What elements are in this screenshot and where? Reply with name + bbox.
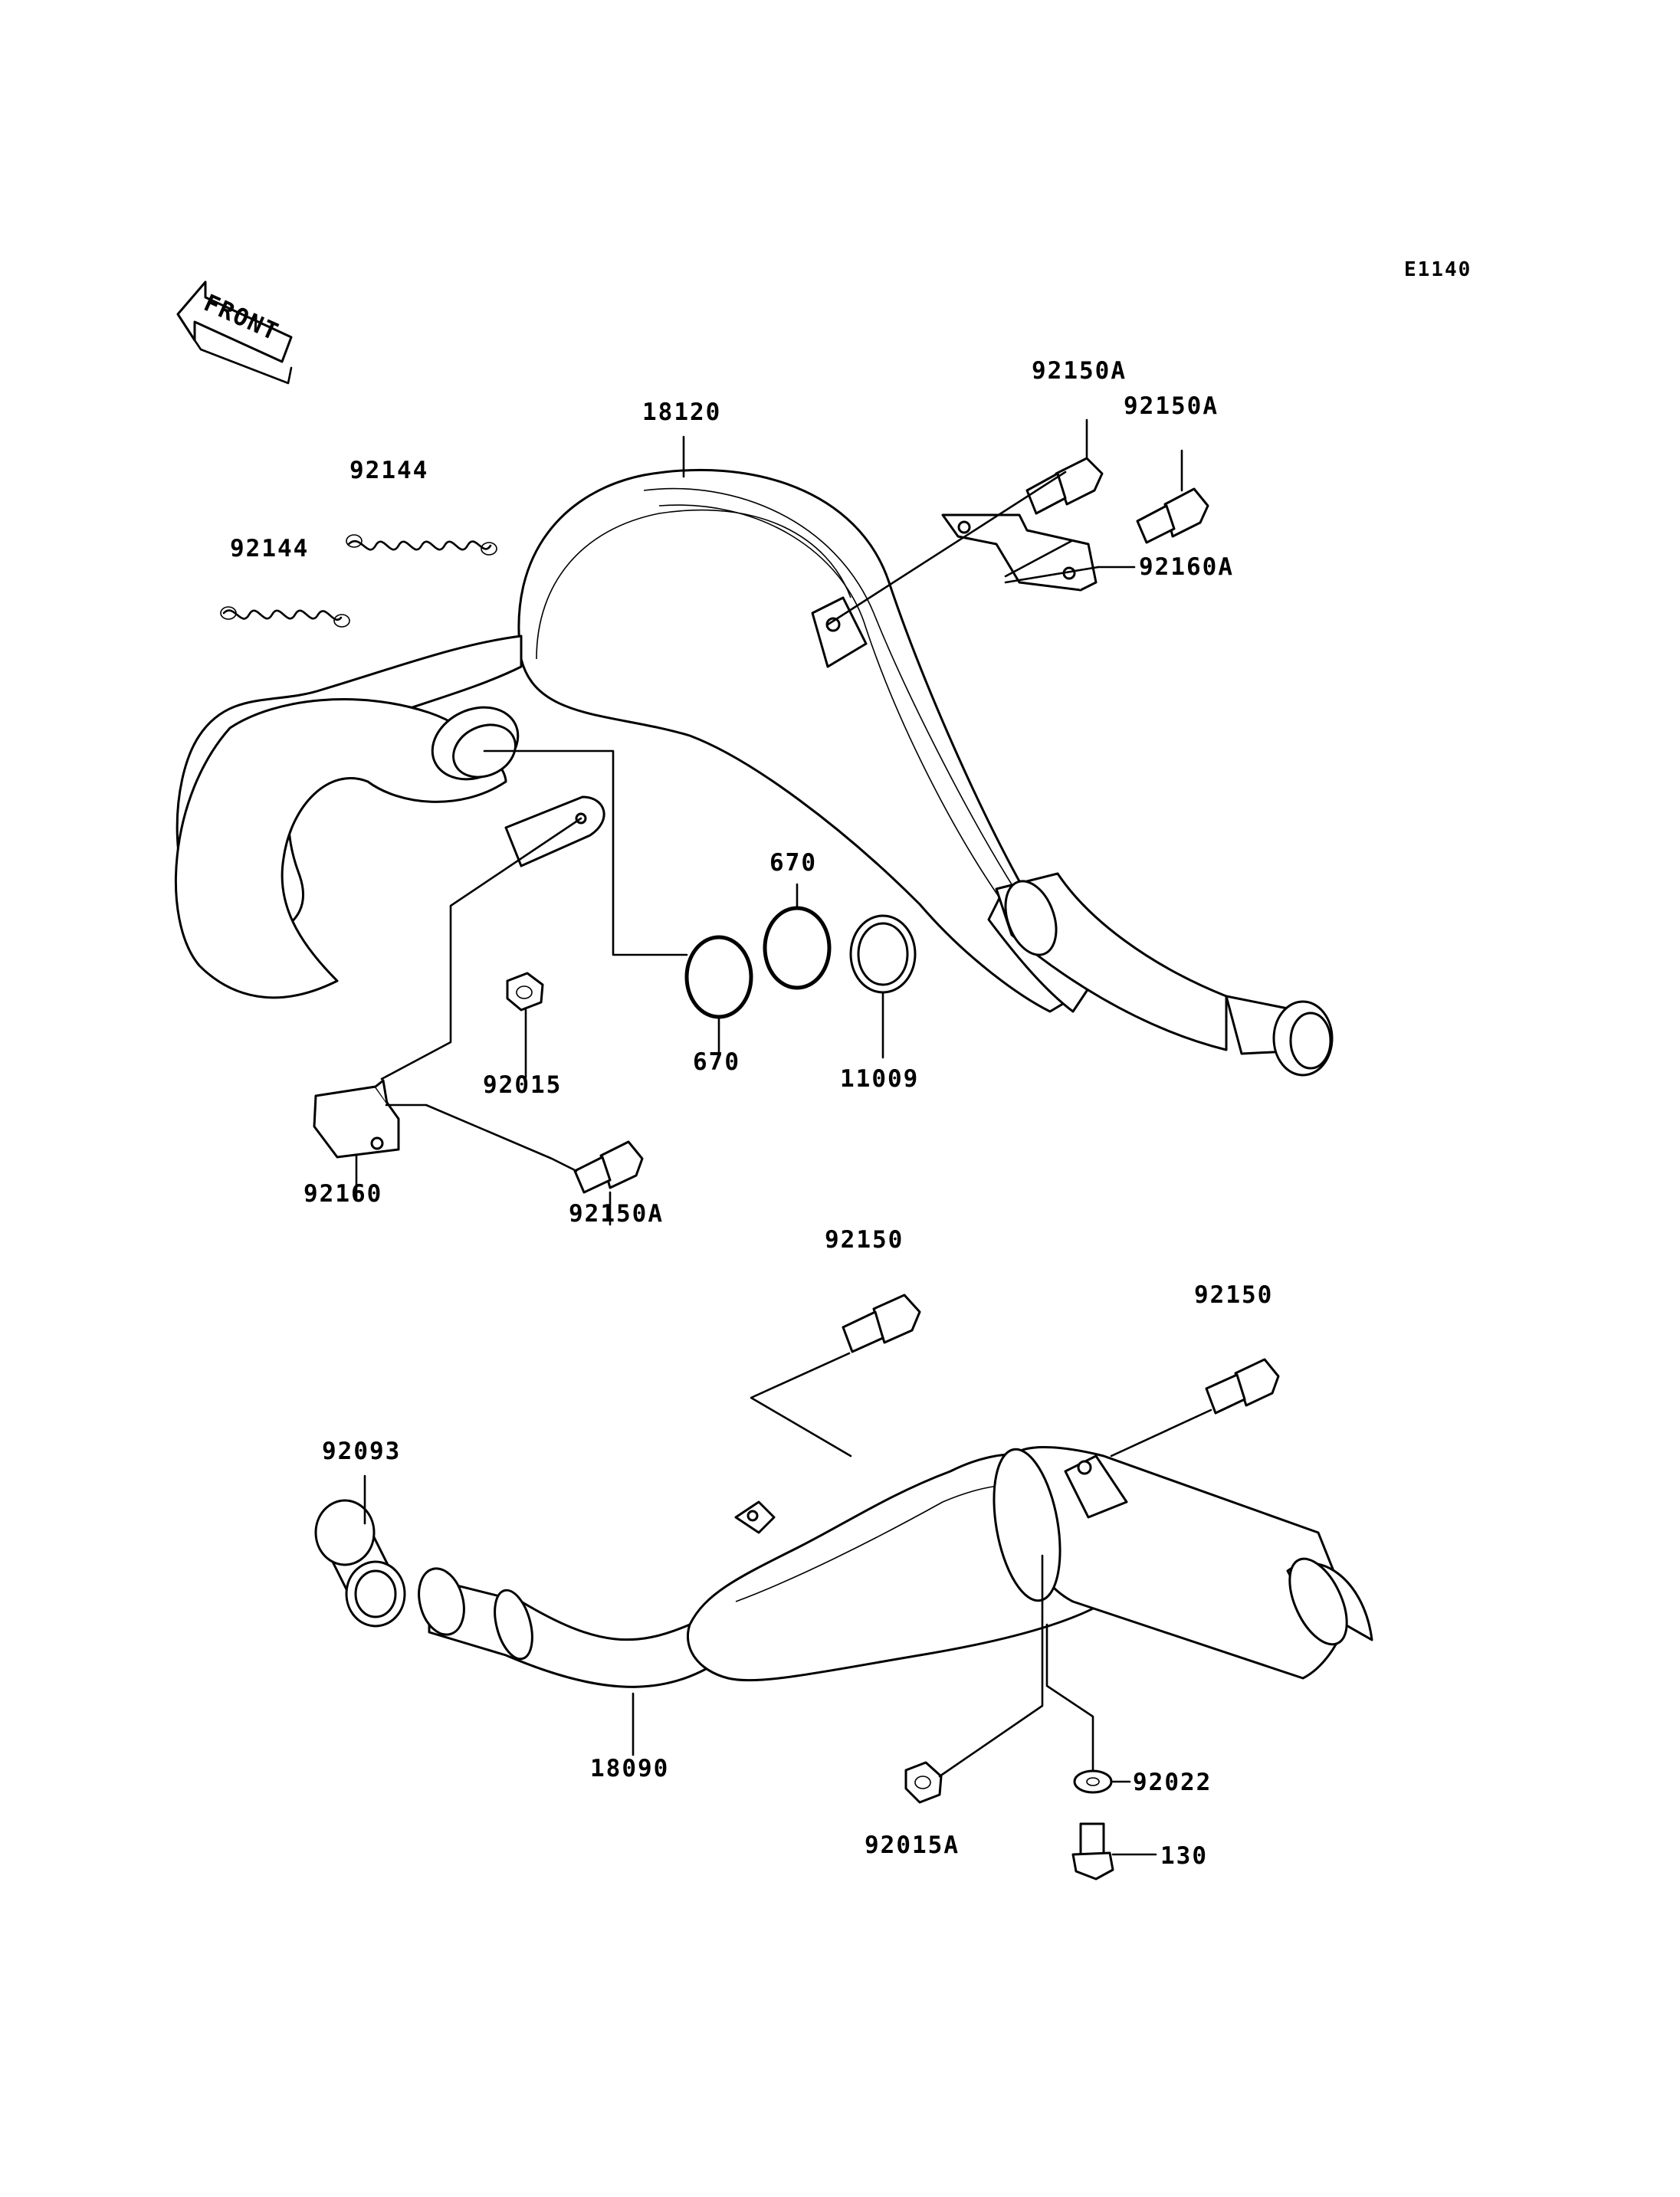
diagram-code: E1140	[1404, 258, 1472, 281]
callout-92150-right: 92150	[1194, 1281, 1273, 1309]
callout-92015A: 92015A	[865, 1831, 960, 1859]
bracket-92160	[313, 1079, 400, 1159]
callout-92093: 92093	[322, 1438, 401, 1465]
gasket-11009	[849, 914, 917, 994]
spring-92144-a	[346, 534, 497, 556]
silencer-18090	[418, 1445, 1373, 1688]
bolt-92150A-top-1	[1025, 457, 1104, 515]
callout-92150-left: 92150	[825, 1226, 904, 1254]
callout-92015: 92015	[483, 1071, 562, 1099]
bracket-92160A	[941, 513, 1098, 592]
callout-92160: 92160	[304, 1180, 382, 1208]
callout-18090: 18090	[590, 1755, 669, 1782]
callout-130: 130	[1160, 1842, 1208, 1870]
callout-92150A-top-2: 92150A	[1124, 392, 1219, 420]
gasket-670-a	[684, 935, 753, 1019]
callout-18120: 18120	[642, 398, 721, 426]
callout-92022: 92022	[1133, 1769, 1212, 1796]
callout-92144-a: 92144	[349, 457, 428, 484]
nut-92015	[506, 972, 544, 1012]
sleeve-92093	[314, 1499, 406, 1628]
leader-lines	[355, 418, 1212, 1856]
callout-92160A: 92160A	[1139, 553, 1234, 581]
spring-92144-b	[220, 606, 350, 628]
callout-92150A-top-1: 92150A	[1032, 357, 1127, 385]
washer-92022	[1073, 1769, 1113, 1794]
expansion-chamber-18120	[174, 468, 1334, 1077]
bolt-92150A-bottom	[573, 1140, 644, 1194]
bolt-92150A-top-2	[1136, 487, 1209, 544]
callout-92150A-bottom: 92150A	[569, 1200, 664, 1228]
bolt-92150-right	[1205, 1358, 1280, 1415]
callout-11009: 11009	[840, 1065, 919, 1093]
callout-670-bottom: 670	[693, 1048, 740, 1076]
front-arrow-icon: FRONT	[176, 280, 293, 385]
callout-92144-b: 92144	[230, 535, 309, 562]
bolt-130	[1071, 1822, 1114, 1881]
nut-92015A	[904, 1761, 943, 1804]
bolt-92150-left	[842, 1294, 921, 1353]
callout-670-top: 670	[769, 849, 817, 877]
gasket-670-b	[763, 906, 832, 990]
